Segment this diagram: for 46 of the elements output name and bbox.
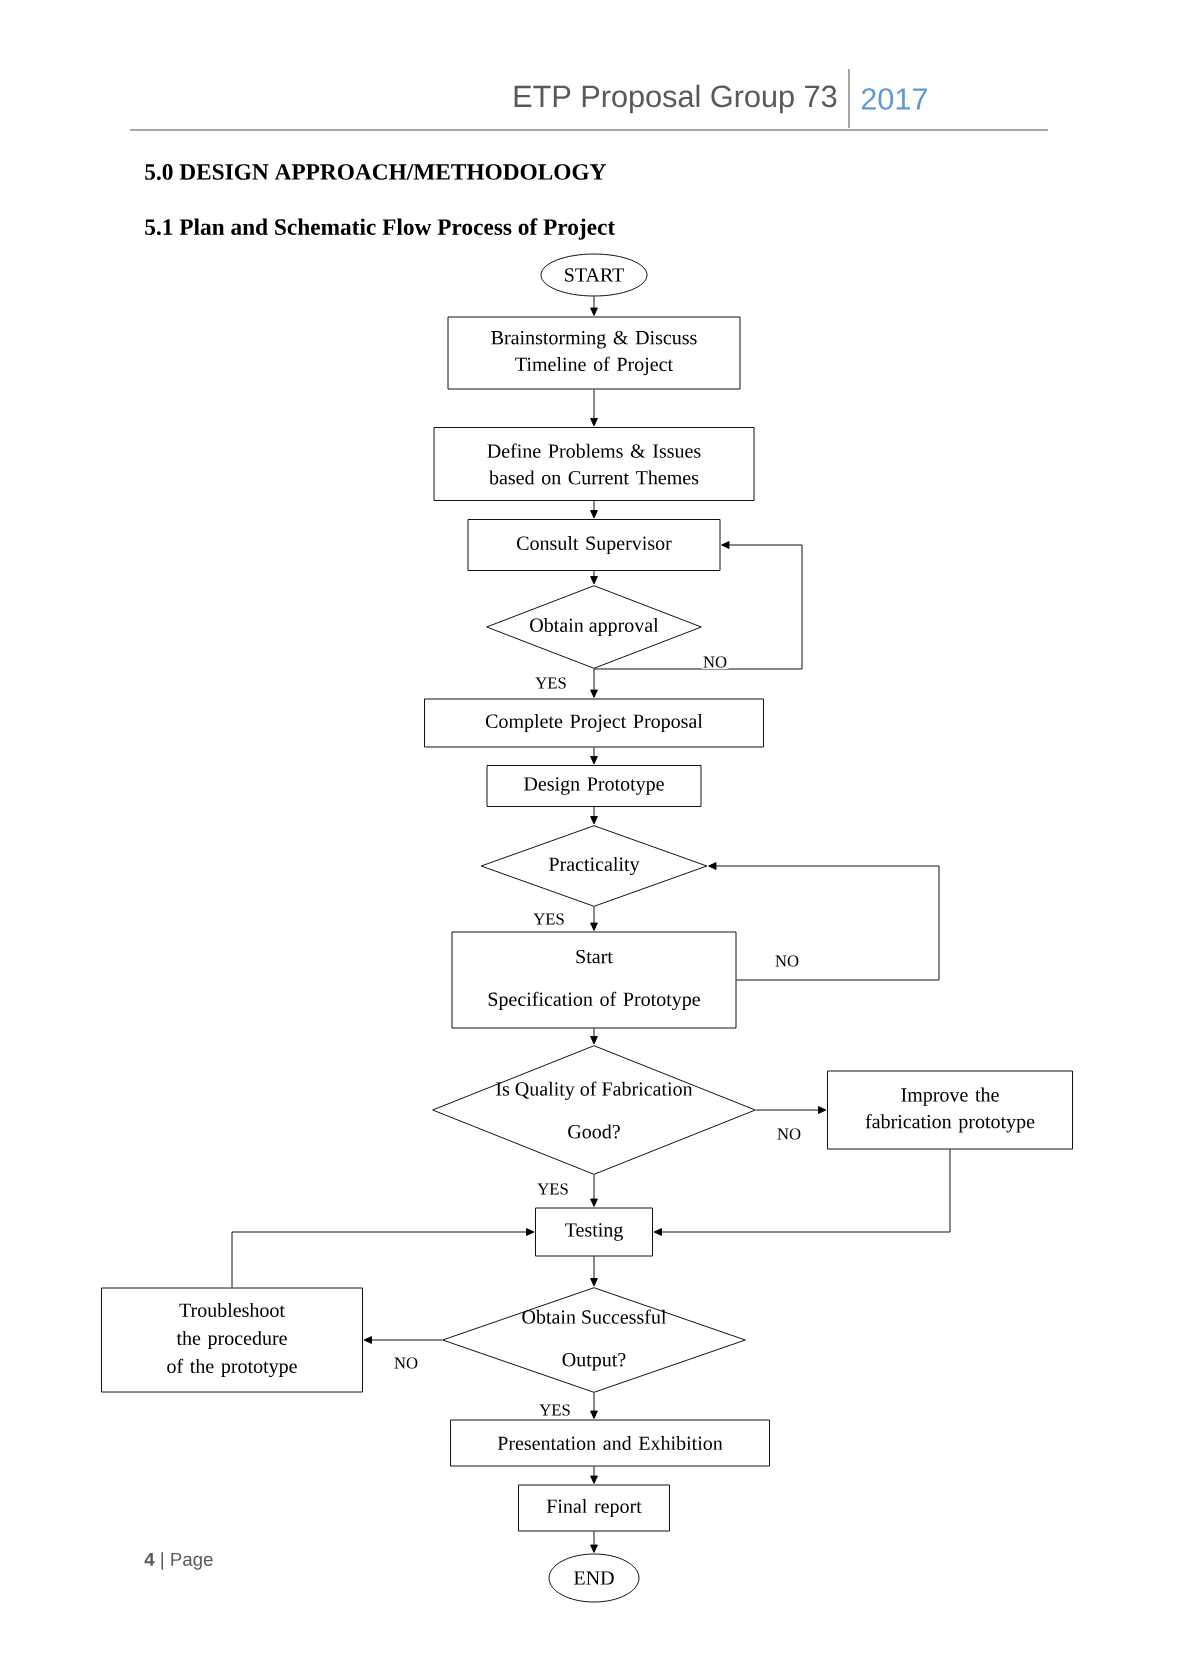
header-year: 2017 xyxy=(861,88,927,110)
process-box: Improve the fabrication prototype xyxy=(827,1070,1073,1150)
process-box: Presentation and Exhibition xyxy=(450,1419,770,1467)
arrow xyxy=(590,389,598,427)
edge-label: NO xyxy=(701,655,729,669)
process-box: Brainstorming & Discuss Timeline of Project xyxy=(447,316,741,390)
process-box: Testing xyxy=(535,1207,653,1257)
terminal-oval: END xyxy=(548,1553,640,1603)
edge-label: NO xyxy=(775,1127,803,1141)
edge-label: NO xyxy=(392,1356,420,1370)
arrow xyxy=(590,1392,598,1419)
edge-label: NO xyxy=(773,954,801,968)
process-box: Complete Project Proposal xyxy=(424,698,764,748)
arrow xyxy=(231,1228,535,1288)
arrow xyxy=(708,862,940,981)
process-box: Final report xyxy=(518,1484,670,1532)
arrow xyxy=(590,1028,598,1045)
arrow xyxy=(590,1256,598,1287)
arrow xyxy=(590,806,598,825)
edge-label: YES xyxy=(535,1182,571,1196)
page-number: 4 | Page xyxy=(144,1552,213,1570)
arrow xyxy=(590,570,598,585)
terminal-oval: START xyxy=(540,253,648,297)
process-box: Troubleshoot the procedure of the prototype xyxy=(101,1287,363,1393)
arrow xyxy=(590,747,598,765)
process-box: Design Prototype xyxy=(486,765,702,807)
subsection-heading: 5.1 Plan and Schematic Flow Process of Project xyxy=(145,218,616,240)
arrow xyxy=(653,1149,951,1236)
arrow xyxy=(590,296,598,316)
arrow xyxy=(593,541,803,670)
edge-label: YES xyxy=(533,676,569,690)
arrow xyxy=(590,500,598,519)
arrow xyxy=(590,668,598,698)
arrow xyxy=(590,1531,598,1553)
arrow xyxy=(755,1106,827,1114)
process-box: Start Specification of Prototype xyxy=(451,931,737,1029)
edge-label: YES xyxy=(531,912,567,926)
arrow xyxy=(590,1174,598,1207)
edge-label: YES xyxy=(537,1403,573,1417)
header-text: ETP Proposal Group 73 xyxy=(514,84,837,114)
process-box: Consult Supervisor xyxy=(467,519,721,571)
section-heading: 5.0 DESIGN APPROACH/METHODOLOGY xyxy=(145,164,606,180)
process-box: Define Problems & Issues based on Current Themes xyxy=(433,427,755,501)
arrow xyxy=(590,1466,598,1484)
arrow xyxy=(363,1336,443,1344)
arrow xyxy=(590,906,598,931)
